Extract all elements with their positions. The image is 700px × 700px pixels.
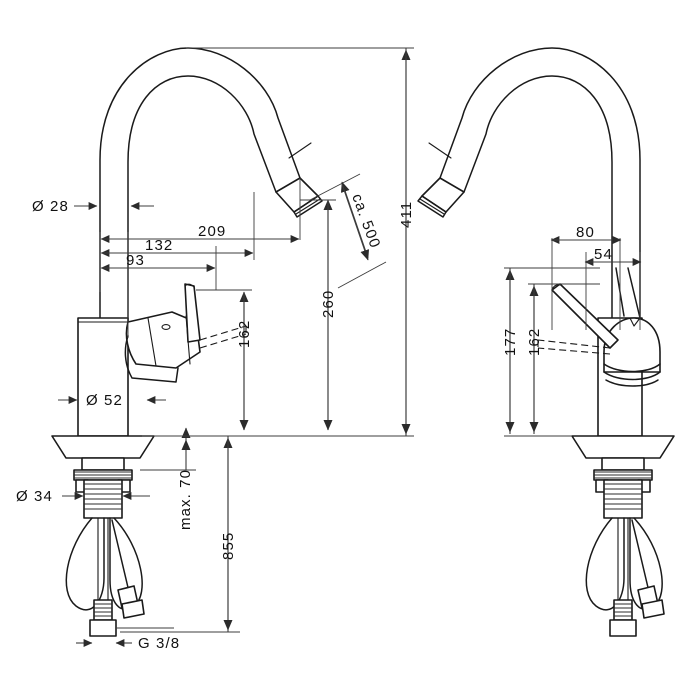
side-deck-escutcheon	[571, 435, 675, 459]
dim-label-411: 411	[398, 201, 415, 228]
dim-209: 209	[100, 223, 300, 243]
dim-label-80: 80	[576, 224, 595, 241]
side-dome-notch	[629, 317, 641, 327]
dim-label-54: 54	[594, 246, 613, 263]
dim-label-ca-500: ca. 500	[348, 192, 383, 251]
lever-handle	[184, 283, 201, 343]
dim-label-93: 93	[126, 252, 145, 269]
deck-escutcheon	[51, 435, 155, 459]
housing-lower-skirt	[124, 335, 179, 383]
g38-connector-nut	[89, 619, 117, 637]
faucet-body-column	[77, 317, 129, 437]
dim-162-front: 162	[196, 289, 253, 431]
spray-head-nose	[293, 195, 323, 218]
dim-label-132: 132	[145, 237, 173, 254]
dim-label-g38: G 3/8	[138, 635, 180, 652]
side-dome-ring-2	[603, 371, 661, 381]
spout-outer-profile	[99, 47, 301, 331]
side-spray-head-nose	[417, 195, 447, 218]
side-hose-diagonal	[631, 519, 651, 597]
dim-177: 177	[502, 267, 600, 437]
handle-index-dot	[161, 324, 171, 330]
dim-80: 80	[550, 224, 622, 244]
side-dome-ring-1	[603, 363, 661, 373]
dim-label-855: 855	[220, 532, 237, 560]
side-dome-ring-3	[605, 379, 659, 387]
lever-alt-position-dashed	[199, 325, 247, 349]
dim-dia-34: Ø 34	[16, 488, 150, 505]
dim-label-dia-52: Ø 52	[86, 392, 123, 409]
dim-label-dia-28: Ø 28	[32, 198, 69, 215]
dim-855: 855	[120, 435, 240, 633]
dim-label-162-side: 162	[526, 328, 543, 356]
side-spray-head-seam	[428, 142, 452, 159]
side-hose-loop-left	[585, 517, 625, 611]
side-mounting-shank	[601, 457, 645, 471]
dim-93: 93	[100, 252, 216, 272]
dim-dia-28: Ø 28	[32, 198, 154, 215]
thread-hatch	[84, 483, 122, 510]
side-spray-outlet-face	[419, 198, 445, 215]
dim-260: 260	[300, 199, 337, 431]
dimensions-front-view: Ø 28 209 132 93	[16, 47, 415, 652]
dim-label-177: 177	[502, 328, 519, 356]
dim-411: 411	[154, 47, 415, 437]
side-hose-coupling	[613, 599, 633, 621]
side-thread-hatch	[604, 483, 642, 510]
hose-nut-mid	[121, 599, 145, 619]
mounting-shank	[81, 457, 125, 471]
dim-label-209: 209	[198, 223, 226, 240]
hose-diagonal	[111, 519, 131, 597]
dim-54: 54	[584, 246, 642, 266]
side-lever-alt-position-dashed	[537, 339, 611, 355]
dimensions-side-view: 80 54 177 162	[502, 224, 642, 437]
side-g38-connector-nut	[609, 619, 637, 637]
hose-coupling	[93, 599, 113, 621]
side-hose-nut-mid	[641, 599, 665, 619]
dim-g38: G 3/8	[76, 627, 180, 652]
side-lever-handle	[551, 283, 619, 349]
hose-loop-left	[65, 517, 105, 611]
dim-label-max-70: max. 70	[177, 469, 194, 530]
dim-label-260: 260	[320, 290, 337, 318]
side-view-faucet	[417, 47, 675, 637]
side-collar-hatch	[594, 471, 652, 479]
dim-162-side: 162	[526, 283, 600, 434]
dim-dia-52: Ø 52	[58, 392, 166, 409]
spout-inner-profile	[127, 75, 277, 331]
collar-hatch	[74, 471, 132, 479]
spray-head-seam	[288, 142, 312, 159]
lever-tip	[184, 283, 195, 288]
side-spout-outer-profile	[439, 47, 641, 331]
dim-132: 132	[100, 237, 254, 257]
housing-seam-1	[147, 317, 157, 367]
dim-label-dia-34: Ø 34	[16, 488, 53, 505]
dim-ca-500: ca. 500	[309, 173, 387, 289]
front-view-faucet	[51, 47, 323, 637]
side-spout-shadow-1	[627, 267, 641, 319]
dim-label-162-front: 162	[236, 320, 253, 348]
side-spout-inner-profile	[463, 75, 613, 331]
